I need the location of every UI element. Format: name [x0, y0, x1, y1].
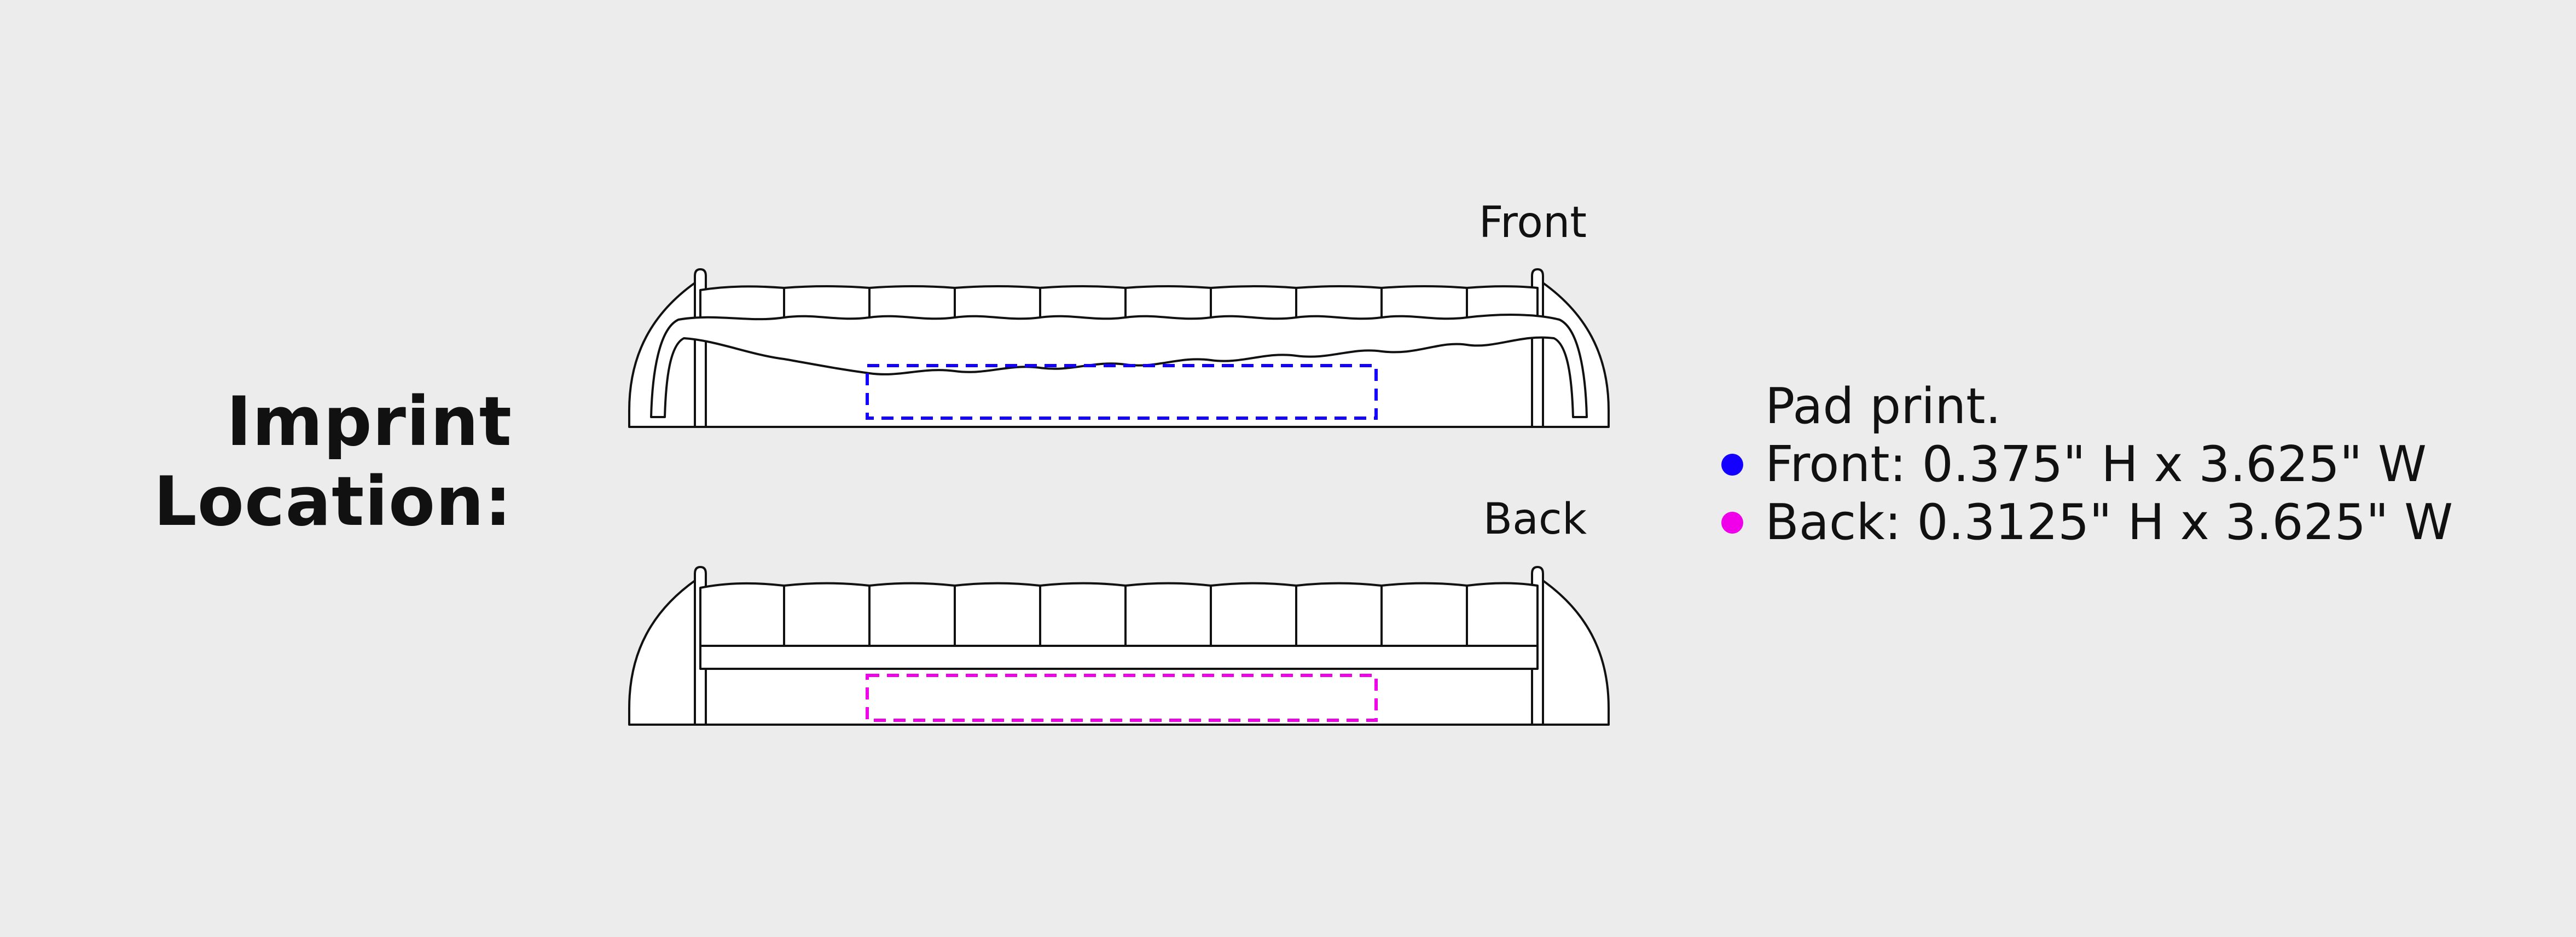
back-view-label: Back — [1483, 495, 1587, 544]
heading-line-2: Location: — [153, 462, 512, 541]
back-color-dot-icon — [1721, 512, 1743, 534]
back-view-drawing — [628, 566, 1610, 726]
back-imprint-area — [866, 674, 1378, 722]
front-view-drawing — [628, 268, 1610, 428]
front-color-dot-icon — [1721, 454, 1743, 476]
back-rail — [699, 645, 1539, 670]
spec-front-row: Front: 0.375" H x 3.625" W — [1718, 436, 2453, 494]
spec-back-row: Back: 0.3125" H x 3.625" W — [1718, 494, 2453, 552]
imprint-spec: Pad print. Front: 0.375" H x 3.625" W Ba… — [1718, 378, 2453, 552]
spec-title: Pad print. — [1765, 378, 2001, 435]
front-view-label: Front — [1478, 198, 1587, 247]
back-body-outline-right — [1536, 576, 1610, 726]
back-body-outline-left — [628, 576, 701, 726]
spec-front-text: Front: 0.375" H x 3.625" W — [1765, 436, 2427, 493]
front-inner-band — [650, 314, 1588, 418]
imprint-location-heading: Imprint Location: — [154, 382, 512, 542]
spec-back-text: Back: 0.3125" H x 3.625" W — [1765, 494, 2453, 551]
front-top-lip — [699, 285, 1539, 321]
back-compartments — [699, 582, 1539, 647]
heading-line-1: Imprint — [226, 383, 512, 461]
front-imprint-area — [866, 364, 1378, 420]
